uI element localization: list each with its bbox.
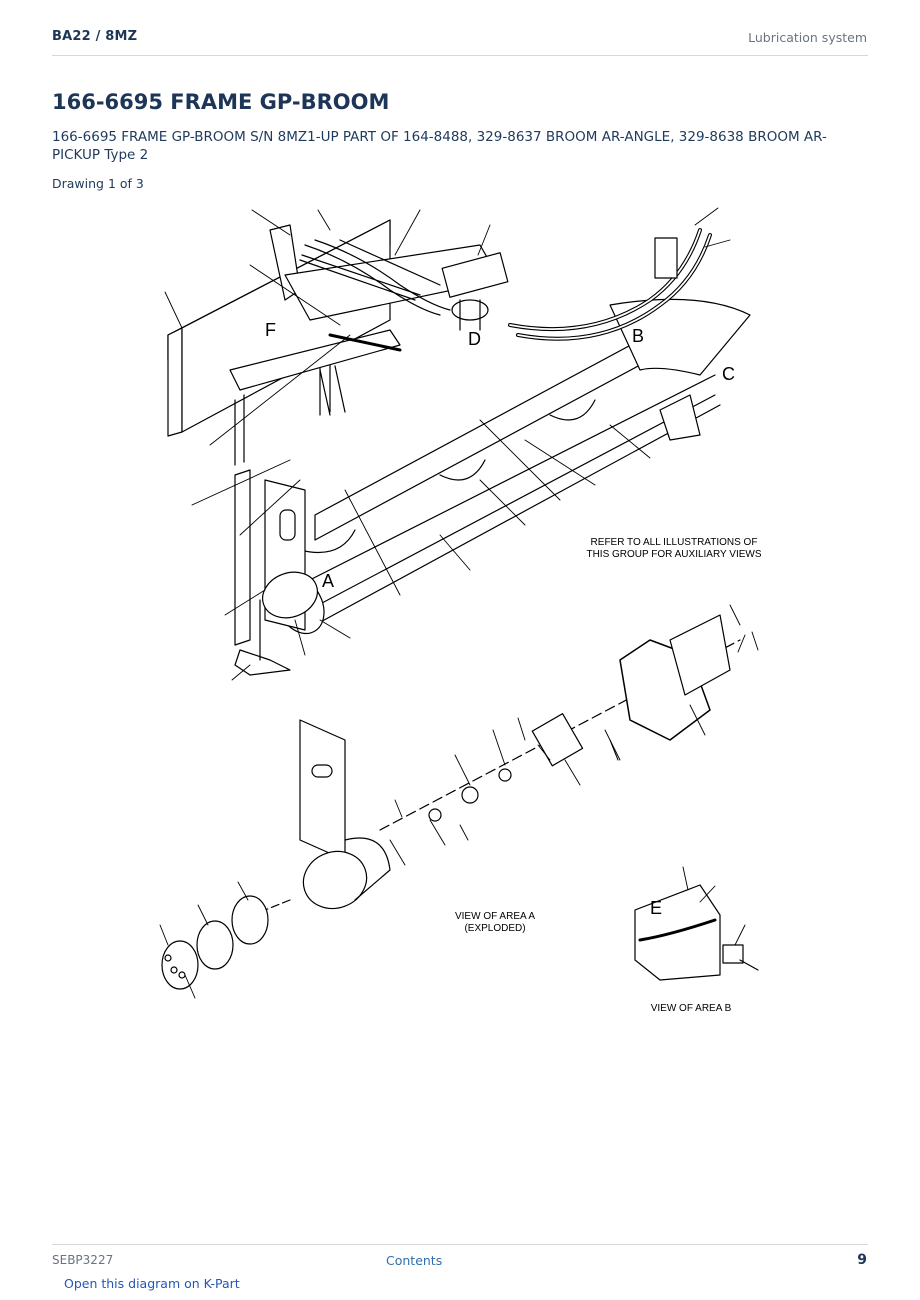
view-a-label-line2: (EXPLODED)	[464, 923, 525, 934]
parts-diagram: F D B C A E REFER TO ALL ILLUSTRATIONS O…	[159, 207, 762, 1014]
drawing-number: Drawing 1 of 3	[52, 176, 144, 191]
auxiliary-note-line2: THIS GROUP FOR AUXILIARY VIEWS	[586, 549, 761, 560]
hydraulic-hoses	[328, 228, 712, 352]
spring-assembly	[229, 224, 509, 416]
auxiliary-note-line1: REFER TO ALL ILLUSTRATIONS OF	[591, 537, 758, 548]
open-in-kpart-link[interactable]: Open this diagram on K-Part	[64, 1276, 240, 1291]
callout-a: A	[322, 571, 334, 591]
view-b-label: VIEW OF AREA B	[651, 1003, 732, 1014]
header-section: Lubrication system	[748, 30, 867, 45]
header-divider	[52, 55, 868, 56]
contents-link[interactable]: Contents	[386, 1253, 443, 1268]
footer-doc-number: SEBP3227	[52, 1253, 114, 1267]
exploded-parts	[161, 614, 741, 990]
page-title: 166-6695 FRAME GP-BROOM	[52, 90, 390, 114]
view-a-label-line1: VIEW OF AREA A	[455, 911, 535, 922]
callout-letters: F D B C A E	[265, 320, 735, 918]
view-b-inset	[634, 884, 759, 981]
callout-e: E	[650, 898, 662, 918]
header-model: BA22 / 8MZ	[52, 29, 138, 44]
callout-c: C	[722, 364, 735, 384]
callout-d: D	[468, 329, 481, 349]
pickup-arm	[234, 469, 318, 676]
leader-lines	[159, 207, 759, 999]
callout-f: F	[265, 320, 276, 340]
callout-b: B	[632, 326, 644, 346]
page-number: 9	[857, 1252, 867, 1268]
footer-divider	[52, 1244, 868, 1245]
part-description: 166-6695 FRAME GP-BROOM S/N 8MZ1-UP PART…	[52, 129, 827, 163]
